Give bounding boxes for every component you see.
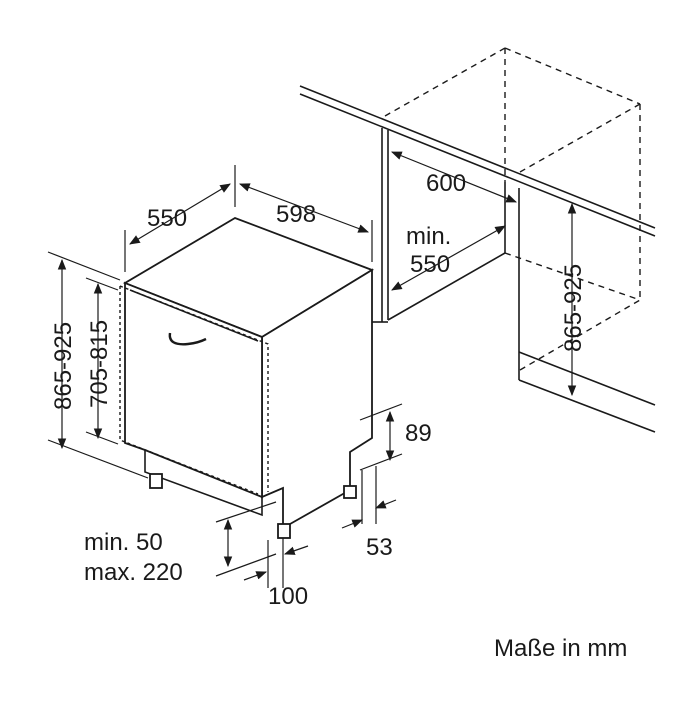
dim-line-100 [243, 571, 268, 581]
dim-line-min-550 [391, 225, 506, 291]
label-foot-offset-100: 100 [268, 583, 308, 610]
label-cabinet-width-600: 600 [426, 170, 466, 197]
dishwasher [119, 217, 375, 539]
niche-dashed-line [519, 103, 641, 173]
niche-dashed-line [384, 47, 506, 117]
ext-line [85, 277, 119, 291]
right-floor-line [518, 379, 656, 433]
foot [149, 473, 163, 489]
dim-line-550 [129, 183, 231, 245]
niche-dashed-line [504, 47, 641, 105]
ext-line [215, 501, 277, 523]
dishwasher-front [124, 281, 263, 499]
label-cabinet-depth-550: 550 [410, 251, 450, 278]
door-panel-outline [119, 286, 259, 495]
label-plinth-89: 89 [405, 420, 432, 447]
ext-line [359, 453, 403, 471]
dim-line-53 [341, 519, 364, 529]
dim-line-598 [238, 183, 370, 233]
ext-line [85, 431, 119, 445]
dishwasher-dimensions [47, 165, 403, 588]
plinth [144, 450, 263, 517]
worktop-top-edge [299, 85, 656, 229]
label-height-865-925-left: 865-925 [50, 322, 77, 410]
dimension-labels: 550 598 600 min. 550 865-925 705-815 865… [50, 170, 627, 662]
right-floor-line [518, 351, 656, 406]
label-width-598: 598 [276, 201, 316, 228]
ext-line [215, 553, 277, 577]
door-panel-outline [119, 285, 269, 492]
label-height-705-815: 705-815 [86, 320, 113, 408]
foot [343, 485, 357, 499]
label-foot-min: min. 50 [84, 529, 163, 556]
dim-line-600 [390, 151, 518, 203]
ext-line [47, 251, 121, 281]
label-foot-max: max. 220 [84, 559, 183, 586]
label-cabinet-depth-min: min. [406, 223, 451, 250]
units-note: Maße in mm [494, 635, 627, 662]
door-handle-icon [168, 332, 207, 346]
dim-line-53 [374, 499, 397, 509]
dim-line-100 [283, 545, 309, 555]
label-height-865-925-right: 865-925 [560, 264, 587, 352]
label-plinth-53: 53 [366, 534, 393, 561]
ext-line [359, 403, 403, 421]
label-depth-550: 550 [147, 205, 187, 232]
cabinet-niche [299, 47, 656, 433]
niche-dashed-line [519, 299, 641, 371]
foot [277, 523, 291, 539]
door-top-line [129, 289, 259, 342]
worktop-bottom-edge [299, 93, 656, 237]
